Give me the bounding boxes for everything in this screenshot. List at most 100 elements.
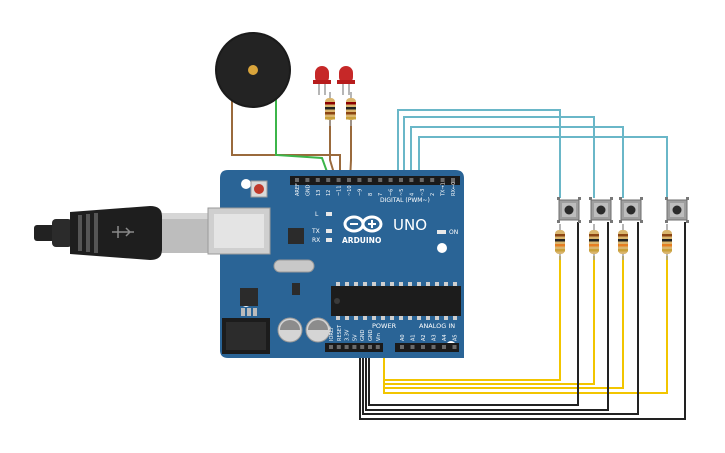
wire-cyan-3	[410, 126, 624, 198]
power-pin-label: GND	[360, 329, 366, 341]
on-led	[437, 230, 446, 234]
analog-pin-label: A5	[453, 334, 459, 341]
rx-label: RX	[312, 237, 320, 244]
on-label: ON	[449, 229, 458, 236]
resistor-icon[interactable]	[662, 224, 672, 260]
power-pin[interactable]	[329, 345, 333, 349]
wire-black-1	[368, 222, 579, 406]
usb-cable-icon	[34, 206, 208, 260]
digital-pin-label: 12	[326, 190, 332, 196]
digital-pin[interactable]	[378, 178, 383, 182]
power-pin[interactable]	[352, 345, 357, 349]
power-pin-label: RESET	[337, 324, 343, 341]
arduino-board[interactable]: L TX RX ON ARDUINO UNO DIGITAL (PWM~) PO…	[207, 170, 464, 358]
pushbutton-icon[interactable]	[619, 197, 643, 223]
digital-pin-label: 4	[409, 193, 415, 196]
power-pin-label: Vin	[376, 333, 382, 341]
digital-pin[interactable]	[409, 178, 414, 182]
analog-pin-label: A1	[411, 334, 417, 341]
wire-buzzer-brown	[231, 100, 341, 180]
analog-pin[interactable]	[400, 345, 404, 349]
voltage-regulator	[240, 288, 258, 306]
digital-pin[interactable]	[305, 178, 310, 182]
digital-pin-label: TX→1	[441, 182, 447, 197]
digital-pin-label: 13	[316, 190, 322, 196]
digital-pin[interactable]	[326, 178, 331, 182]
wire-yellow-4	[383, 256, 668, 394]
power-pin-label: 5V	[352, 334, 358, 341]
digital-pin[interactable]	[419, 178, 424, 182]
analog-pin[interactable]	[431, 345, 436, 349]
analog-pin[interactable]	[410, 345, 415, 349]
digital-pin-label: AREF	[295, 183, 301, 196]
digital-pin-label: ~5	[399, 189, 405, 196]
rx-led	[326, 238, 332, 242]
crystal-icon	[273, 259, 315, 273]
analog-pin[interactable]	[452, 345, 457, 349]
digital-pin[interactable]	[336, 178, 341, 182]
power-pin-label: GND	[368, 329, 374, 341]
digital-pin-label: 7	[378, 193, 384, 196]
digital-pin-label: ~9	[357, 189, 363, 196]
buzzer-icon[interactable]	[215, 32, 291, 112]
resistor-icon[interactable]	[555, 224, 565, 260]
digital-pin[interactable]	[451, 178, 455, 182]
capacitor-icon	[277, 317, 331, 343]
power-pin-label: IOREF	[329, 326, 335, 341]
analog-header[interactable]	[395, 343, 459, 352]
digital-header-label: DIGITAL (PWM~)	[380, 197, 430, 204]
wire-black-2	[365, 222, 609, 411]
digital-pin-label: 2	[430, 193, 436, 196]
digital-pin[interactable]	[440, 178, 445, 182]
arduino-logo: ARDUINO	[342, 215, 383, 245]
pushbutton-icon[interactable]	[589, 197, 613, 223]
power-pin[interactable]	[360, 345, 365, 349]
wire-cyan-1	[397, 109, 561, 198]
pushbutton-icon[interactable]	[665, 197, 689, 223]
led-icon[interactable]	[313, 66, 331, 95]
digital-pin-label: RX←0	[451, 182, 457, 196]
digital-header[interactable]	[290, 176, 460, 185]
power-pin[interactable]	[336, 345, 341, 349]
digital-pin[interactable]	[430, 178, 435, 182]
analog-pin[interactable]	[442, 345, 446, 349]
digital-pin[interactable]	[357, 178, 362, 182]
barrel-jack-icon[interactable]	[222, 318, 270, 354]
led-icon[interactable]	[337, 66, 355, 95]
power-pin[interactable]	[375, 345, 380, 349]
tx-led	[326, 229, 332, 233]
analog-pin[interactable]	[421, 345, 425, 349]
digital-pin[interactable]	[347, 178, 351, 182]
reset-button-icon[interactable]	[250, 180, 268, 198]
wire-cyan-4	[418, 136, 668, 198]
power-pin-label: 3.3V	[345, 329, 351, 341]
power-label: POWER	[372, 322, 397, 330]
digital-pin[interactable]	[399, 178, 403, 182]
wires	[231, 100, 686, 420]
analog-pin-label: A4	[442, 334, 448, 341]
power-pin[interactable]	[368, 345, 372, 349]
brand-label: ARDUINO	[342, 236, 381, 245]
wire-buzzer-green	[275, 100, 331, 181]
digital-pin-label: ~6	[389, 189, 395, 196]
analog-label: ANALOG IN	[419, 322, 455, 330]
resistor-icon[interactable]	[325, 92, 335, 126]
digital-pin[interactable]	[295, 178, 299, 182]
wire-black-3	[362, 222, 639, 415]
pushbutton-icon[interactable]	[557, 197, 581, 223]
power-pin[interactable]	[344, 345, 349, 349]
wire-black-4	[359, 222, 686, 420]
digital-pin-label: 8	[368, 193, 374, 196]
chip-icon	[331, 282, 461, 320]
l-led	[326, 212, 332, 216]
digital-pin[interactable]	[367, 178, 372, 182]
digital-pin[interactable]	[388, 178, 393, 182]
digital-pin[interactable]	[315, 178, 320, 182]
resistor-icon[interactable]	[589, 224, 599, 260]
resistor-icon[interactable]	[618, 224, 628, 260]
resistor-icon[interactable]	[346, 92, 356, 126]
digital-pin-label: ~10	[347, 185, 353, 196]
wire-cyan-2	[403, 116, 595, 198]
digital-pin-label: ~11	[337, 185, 343, 196]
